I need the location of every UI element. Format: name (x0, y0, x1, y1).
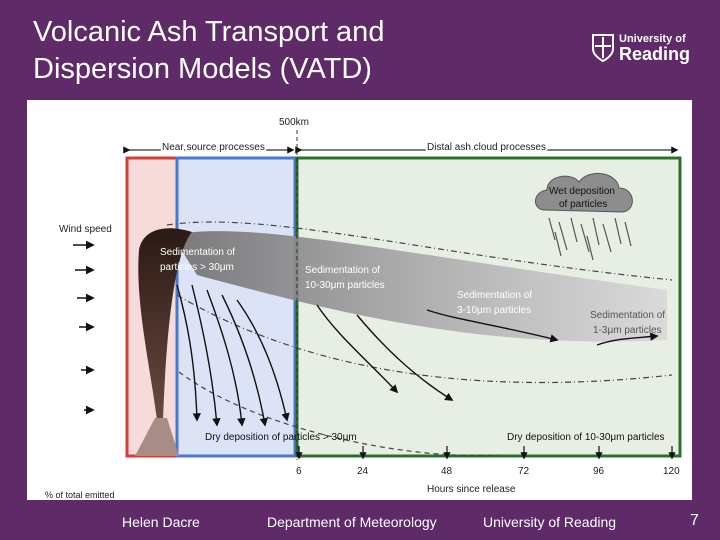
rain-cloud (535, 173, 633, 213)
distal-label: Distal ash cloud processes (427, 142, 546, 153)
footer-department: Department of Meteorology (267, 514, 437, 530)
sed-3-10-line-1: Sedimentation of (457, 290, 532, 301)
sed-10-30-line-2: 10-30μm particles (305, 280, 385, 291)
wind-speed-label: Wind speed (59, 224, 112, 235)
dry-deposition-large-label: Dry deposition of particles > 30μm (205, 432, 357, 443)
slide-title: Volcanic Ash Transport and Dispersion Mo… (33, 16, 385, 85)
sed-large-line-2: particles > 30μm (160, 262, 234, 273)
university-logo: University of Reading (592, 32, 692, 68)
page-number: 7 (690, 512, 699, 529)
footer-university: University of Reading (483, 514, 617, 530)
tick-24: 24 (357, 466, 369, 477)
fine-particle-trajectories (316, 304, 659, 401)
transition-region (175, 156, 297, 458)
wet-deposition-line-1: Wet deposition (549, 186, 615, 197)
sed-3-10-line-2: 3-10μm particles (457, 305, 531, 316)
tick-120: 120 (663, 466, 680, 477)
tick-72: 72 (518, 466, 530, 477)
distance-marker-label: 500km (279, 117, 309, 128)
wet-deposition-line-2: of particles (559, 199, 607, 210)
wind-arrows (73, 240, 95, 415)
eruption-plume (138, 228, 192, 420)
ash-cloud-upper-edge (166, 221, 673, 281)
vatd-diagram: 500km Near source processes Distal ash c… (27, 100, 692, 500)
sed-large-line-1: Sedimentation of (160, 247, 235, 258)
wet-deposition-label: Wet deposition of particles (549, 186, 615, 210)
deposition-time-arrows (295, 446, 676, 460)
dry-deposition-10-30-label: Dry deposition of 10-30μm particles (507, 432, 665, 443)
y-axis-label: % of total emitted (45, 490, 115, 500)
logo-line-1: University of (619, 33, 686, 45)
near-source-label: Near source processes (162, 142, 265, 153)
volcano (135, 418, 179, 456)
large-particle-trajectories (176, 284, 290, 427)
sed-1-3-line-2: 1-3μm particles (593, 325, 662, 336)
ash-cloud-band (172, 231, 667, 342)
logo-line-2: Reading (619, 44, 691, 64)
sed-10-30-line-1: Sedimentation of (305, 265, 380, 276)
tick-48: 48 (441, 466, 453, 477)
sed-1-3-line-1: Sedimentation of (590, 310, 665, 321)
shield-icon (592, 34, 614, 62)
footer-author: Helen Dacre (122, 514, 200, 530)
tick-6: 6 (296, 466, 302, 477)
x-axis-label: Hours since release (427, 484, 516, 495)
tick-96: 96 (593, 466, 605, 477)
ash-cloud-lower-edge (176, 294, 673, 384)
rain-streaks (548, 217, 632, 261)
